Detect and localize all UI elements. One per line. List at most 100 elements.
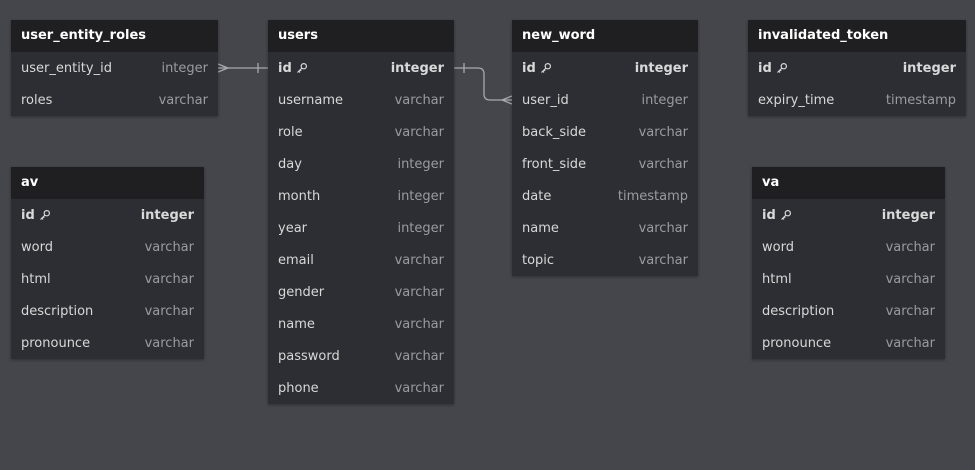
- field-name-wrap: word: [21, 240, 53, 255]
- field-name-wrap: user_entity_id: [21, 61, 112, 76]
- field-name: username: [278, 92, 343, 108]
- field-type: varchar: [144, 303, 194, 319]
- field-row[interactable]: user_entity_id integer: [11, 52, 218, 84]
- field-name-wrap: gender: [278, 285, 324, 300]
- field-name-wrap: back_side: [522, 125, 586, 140]
- field-row[interactable]: pronounce varchar: [752, 327, 945, 359]
- field-name-wrap: month: [278, 189, 320, 204]
- field-name: date: [522, 188, 552, 204]
- field-type: varchar: [394, 92, 444, 108]
- key-icon: [296, 62, 308, 74]
- field-name: id: [762, 207, 776, 223]
- field-row[interactable]: phone varchar: [268, 372, 454, 404]
- field-row[interactable]: id integer: [752, 199, 945, 231]
- field-type: integer: [634, 60, 688, 76]
- field-type: integer: [397, 220, 444, 236]
- field-type: varchar: [885, 271, 935, 287]
- field-type: integer: [641, 92, 688, 108]
- field-name-wrap: year: [278, 221, 307, 236]
- field-type: varchar: [638, 252, 688, 268]
- field-row[interactable]: date timestamp: [512, 180, 698, 212]
- field-name-wrap: date: [522, 189, 551, 204]
- field-name-wrap: id: [278, 61, 308, 76]
- table-header[interactable]: invalidated_token: [748, 20, 966, 52]
- field-type: varchar: [394, 348, 444, 364]
- field-row[interactable]: year integer: [268, 212, 454, 244]
- field-type: timestamp: [885, 92, 956, 108]
- field-name: word: [762, 239, 794, 255]
- field-name-wrap: expiry_time: [758, 93, 834, 108]
- crowfoot-many-icon: [217, 63, 230, 73]
- field-name-wrap: description: [21, 304, 93, 319]
- field-name: html: [21, 271, 51, 287]
- field-name-wrap: phone: [278, 381, 319, 396]
- field-type: varchar: [885, 303, 935, 319]
- field-row[interactable]: expiry_time timestamp: [748, 84, 966, 116]
- table-header[interactable]: va: [752, 167, 945, 199]
- field-name-wrap: role: [278, 125, 303, 140]
- field-type: integer: [390, 60, 444, 76]
- field-name: phone: [278, 380, 319, 396]
- field-name-wrap: name: [522, 221, 559, 236]
- field-name: gender: [278, 284, 325, 300]
- field-name: month: [278, 188, 321, 204]
- field-name-wrap: id: [758, 61, 788, 76]
- field-name: pronounce: [762, 335, 832, 351]
- field-row[interactable]: username varchar: [268, 84, 454, 116]
- table-user-entity-roles[interactable]: user_entity_roles user_entity_id integer ro…: [11, 20, 218, 116]
- field-name-wrap: id: [522, 61, 552, 76]
- field-name: roles: [21, 92, 53, 108]
- field-row[interactable]: id integer: [512, 52, 698, 84]
- table-header[interactable]: users: [268, 20, 454, 52]
- field-name: front_side: [522, 156, 587, 172]
- field-name: role: [278, 124, 303, 140]
- field-name: back_side: [522, 124, 587, 140]
- field-name: password: [278, 348, 340, 364]
- field-type: integer: [161, 60, 208, 76]
- table-header[interactable]: av: [11, 167, 204, 199]
- relation-users-to-new-word: [454, 67, 512, 101]
- field-type: varchar: [144, 271, 194, 287]
- field-row[interactable]: password varchar: [268, 340, 454, 372]
- field-type: varchar: [394, 380, 444, 396]
- table-header[interactable]: user_entity_roles: [11, 20, 218, 52]
- field-name: id: [522, 60, 536, 76]
- field-type: varchar: [885, 335, 935, 351]
- key-icon: [776, 62, 788, 74]
- field-name-wrap: pronounce: [21, 336, 90, 351]
- table-header[interactable]: new_word: [512, 20, 698, 52]
- field-name-wrap: password: [278, 349, 340, 364]
- field-type: timestamp: [617, 188, 688, 204]
- field-row[interactable]: id integer: [268, 52, 454, 84]
- field-name-wrap: id: [21, 208, 51, 223]
- field-row[interactable]: description varchar: [11, 295, 204, 327]
- field-type: integer: [881, 207, 935, 223]
- field-name: year: [278, 220, 308, 236]
- field-row[interactable]: html varchar: [11, 263, 204, 295]
